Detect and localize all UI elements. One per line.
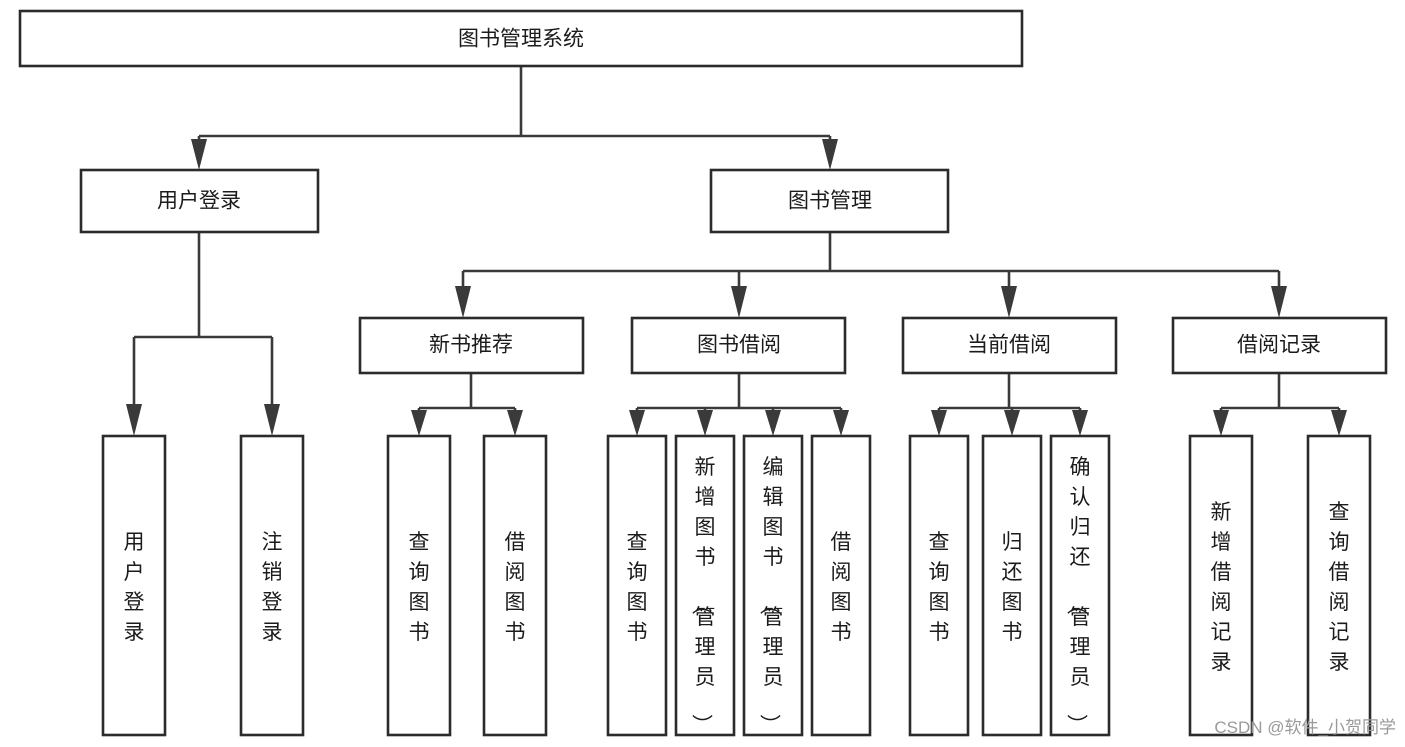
arrow-to-new-book-rec [455,286,471,318]
leaf-add-borrow-record[interactable]: 新增借阅记录 [1188,434,1254,737]
leaf-query-borrow-record-label: 查询借阅记录 [1329,501,1350,674]
arrow-to-leaf-query-record [1331,410,1347,436]
leaf-query-book-borrow[interactable]: 查询图书 [606,434,668,737]
node-new-book-recommend[interactable]: 新书推荐 [358,316,585,375]
arrow-to-leaf-add-book [697,410,713,436]
arrow-to-user-login [191,139,207,170]
arrow-to-leaf-borrow-book-b [833,410,849,436]
leaf-logout-box[interactable] [239,434,305,737]
node-new-book-recommend-label: 新书推荐 [429,334,513,357]
leaf-query-borrow-record-box[interactable] [1306,434,1372,737]
node-user-login-label: 用户登录 [157,190,241,213]
node-root-box[interactable] [18,9,1024,68]
node-current-borrow-box[interactable] [901,316,1118,375]
arrow-to-current-borrow [1001,286,1017,318]
node-user-login[interactable]: 用户登录 [79,168,320,234]
leaf-borrow-book-rec-box[interactable] [482,434,548,737]
leaf-user-login-box[interactable] [101,434,167,737]
leaf-query-book-current-box[interactable] [908,434,970,737]
leaf-add-book-label: 新增图书（管理员） [690,456,716,735]
leaf-query-book-borrow-label: 查询图书 [627,531,648,644]
arrow-to-leaf-borrow-book-a [507,410,523,436]
leaf-query-book-current-label: 查询图书 [929,531,950,644]
leaf-confirm-return-box[interactable] [1049,434,1111,737]
node-book-management[interactable]: 图书管理 [709,168,950,234]
leaf-return-book-label: 归还图书 [1002,531,1023,644]
leaf-borrow-book-rec[interactable]: 借阅图书 [482,434,548,737]
node-book-borrow-label: 图书借阅 [697,334,781,357]
leaf-edit-book-box[interactable] [742,434,804,737]
arrow-to-leaf-add-record [1213,410,1229,436]
leaf-user-login[interactable]: 用户登录 [101,434,167,737]
leaf-return-book-box[interactable] [981,434,1043,737]
arrow-to-leaf-return-book [1004,410,1020,436]
node-borrow-record[interactable]: 借阅记录 [1171,316,1388,375]
node-current-borrow[interactable]: 当前借阅 [901,316,1118,375]
node-book-management-label: 图书管理 [788,190,872,213]
arrow-to-leaf-confirm-return [1072,410,1088,436]
leaf-add-book-box[interactable] [674,434,736,737]
leaf-logout[interactable]: 注销登录 [239,434,305,737]
node-root[interactable]: 图书管理系统 [18,9,1024,68]
arrow-to-leaf-query-book-b [629,410,645,436]
leaf-add-borrow-record-label: 新增借阅记录 [1211,501,1232,674]
node-book-borrow[interactable]: 图书借阅 [630,316,847,375]
leaf-query-book-borrow-box[interactable] [606,434,668,737]
node-root-label: 图书管理系统 [458,28,584,51]
arrow-to-leaf-user-login [126,404,142,436]
leaf-borrow-book[interactable]: 借阅图书 [810,434,872,737]
leaf-add-borrow-record-box[interactable] [1188,434,1254,737]
leaf-query-book-rec-box[interactable] [386,434,452,737]
csdn-watermark: CSDN @软件_小贺同学 [1214,718,1396,737]
connector-layer [126,66,1347,436]
leaf-confirm-return[interactable]: 确认归还（管理员） [1049,434,1111,737]
leaf-borrow-book-label: 借阅图书 [831,531,852,644]
node-book-management-box[interactable] [709,168,950,234]
leaf-borrow-book-box[interactable] [810,434,872,737]
leaf-query-borrow-record[interactable]: 查询借阅记录 [1306,434,1372,737]
arrow-to-leaf-edit-book [765,410,781,436]
arrow-to-leaf-query-book-a [411,410,427,436]
leaf-confirm-return-label: 确认归还（管理员） [1065,456,1091,735]
leaf-user-login-label: 用户登录 [124,531,145,644]
leaf-edit-book-label: 编辑图书（管理员） [758,456,784,735]
arrow-to-borrow-record [1271,286,1287,318]
node-borrow-record-box[interactable] [1171,316,1388,375]
leaf-return-book[interactable]: 归还图书 [981,434,1043,737]
node-new-book-recommend-box[interactable] [358,316,585,375]
arrow-to-book-mgmt [822,139,838,170]
leaf-query-book-current[interactable]: 查询图书 [908,434,970,737]
arrow-to-leaf-query-book-c [931,410,947,436]
leaf-add-book[interactable]: 新增图书（管理员） [674,434,736,737]
node-borrow-record-label: 借阅记录 [1237,334,1321,357]
leaf-query-book-rec-label: 查询图书 [409,531,430,644]
node-book-borrow-box[interactable] [630,316,847,375]
leaf-logout-label: 注销登录 [262,531,283,644]
arrow-to-book-borrow [731,286,747,318]
leaf-borrow-book-rec-label: 借阅图书 [505,531,526,644]
leaf-edit-book[interactable]: 编辑图书（管理员） [742,434,804,737]
node-current-borrow-label: 当前借阅 [967,334,1051,357]
leaf-query-book-rec[interactable]: 查询图书 [386,434,452,737]
node-user-login-box[interactable] [79,168,320,234]
arrow-to-leaf-logout [264,404,280,436]
